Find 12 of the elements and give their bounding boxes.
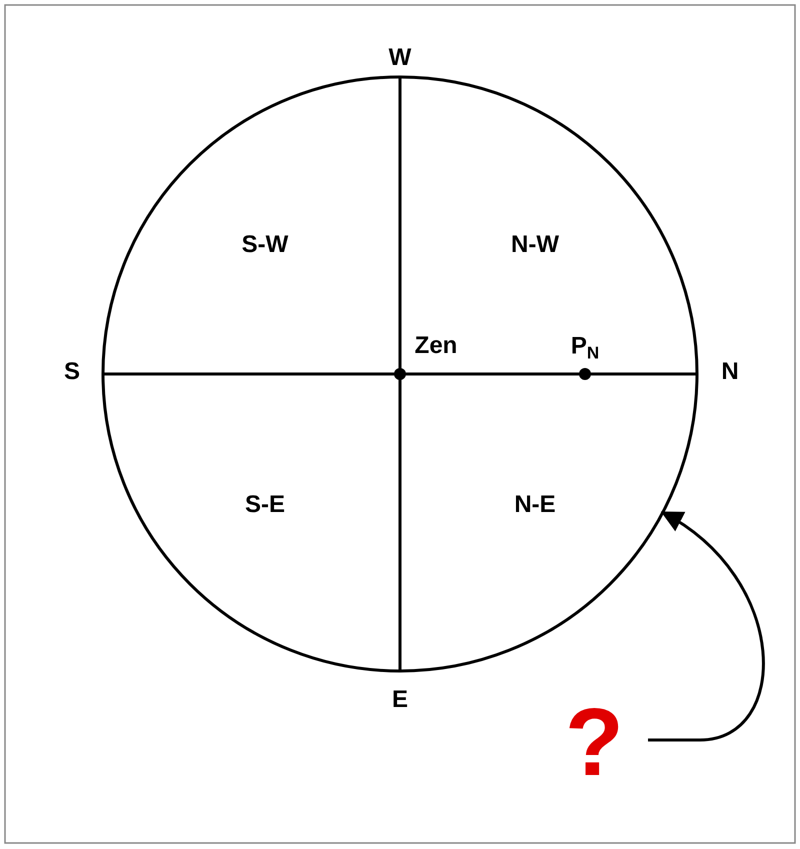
question-mark: ? bbox=[565, 695, 624, 791]
direction-label: W bbox=[388, 46, 412, 70]
quadrant-label: N-W bbox=[511, 233, 559, 257]
quadrant-label: S-W bbox=[242, 233, 288, 257]
quadrant-label: S-E bbox=[245, 493, 285, 517]
direction-label: N bbox=[721, 360, 739, 384]
point-label: P$_{N}$ bbox=[570, 334, 600, 362]
direction-label: S bbox=[64, 360, 80, 384]
arrow bbox=[648, 511, 764, 742]
point-label: Zen bbox=[414, 334, 458, 358]
quadrant-label: N-E bbox=[514, 493, 556, 517]
direction-label: E bbox=[392, 688, 408, 712]
